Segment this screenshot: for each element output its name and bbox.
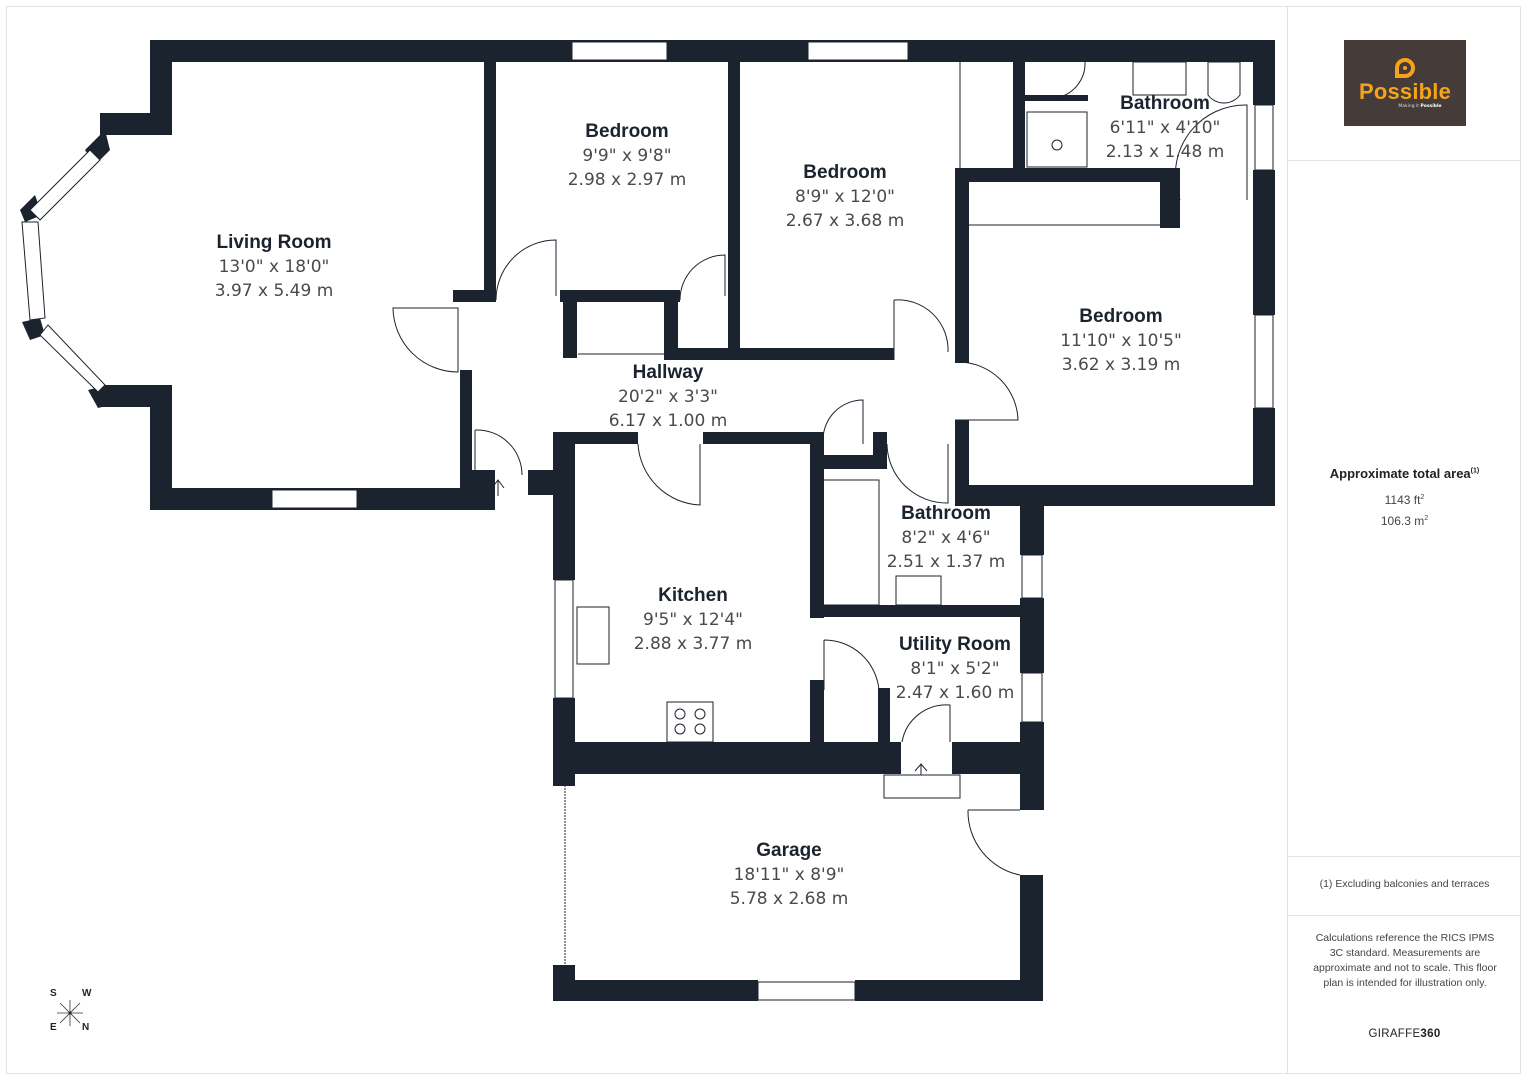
room-name: Hallway [632, 362, 704, 383]
room-name: Living Room [216, 232, 332, 253]
room-garage: Garage 18'11" x 8'9" 5.78 x 2.68 m [730, 839, 849, 911]
room-dim-imperial: 8'9" x 12'0" [795, 187, 895, 207]
room-dim-imperial: 8'2" x 4'6" [901, 528, 991, 548]
doors [392, 61, 1248, 965]
room-dim-metric: 2.47 x 1.60 m [895, 683, 1015, 703]
footnote: (1) Excluding balconies and terraces [1319, 878, 1490, 890]
area-title: Approximate total area(1) [1329, 466, 1480, 481]
room-bathroom-1: Bathroom 6'11" x 4'10" 2.13 x 1.48 m [1106, 92, 1225, 164]
room-hallway: Hallway 20'2" x 3'3" 6.17 x 1.00 m [609, 361, 728, 433]
room-dim-imperial: 18'11" x 8'9" [733, 865, 845, 885]
logo-tagline: Making it Possible [1398, 103, 1442, 109]
room-name: Utility Room [899, 634, 1011, 655]
compass: S W E N [48, 986, 94, 1036]
room-name: Bathroom [901, 503, 991, 524]
area-m: 106.3 m2 [1380, 514, 1429, 528]
room-dim-imperial: 13'0" x 18'0" [218, 257, 330, 277]
room-dim-metric: 2.88 x 3.77 m [633, 634, 753, 654]
room-dim-metric: 3.62 x 3.19 m [1061, 355, 1181, 375]
room-dim-metric: 2.51 x 1.37 m [886, 552, 1006, 572]
room-name: Bathroom [1120, 93, 1210, 114]
walls [20, 40, 1275, 1001]
room-name: Bedroom [585, 121, 669, 142]
room-dim-imperial: 9'9" x 9'8" [582, 146, 672, 166]
room-bedroom-2: Bedroom 8'9" x 12'0" 2.67 x 3.68 m [786, 161, 905, 233]
room-dim-metric: 5.78 x 2.68 m [729, 889, 849, 909]
room-name: Kitchen [658, 585, 728, 606]
compass-e: E [50, 1022, 57, 1033]
room-dim-imperial: 6'11" x 4'10" [1109, 118, 1221, 138]
windows [21, 41, 1274, 1001]
divider [1288, 160, 1521, 161]
disclaimer: Calculations reference the RICS IPMS 3C … [1313, 932, 1497, 989]
room-dim-imperial: 20'2" x 3'3" [618, 387, 718, 407]
room-bedroom-1: Bedroom 9'9" x 9'8" 2.98 x 2.97 m [568, 120, 687, 192]
room-name: Garage [756, 840, 822, 861]
room-bathroom-2: Bathroom 8'2" x 4'6" 2.51 x 1.37 m [887, 502, 1006, 574]
room-dim-metric: 2.13 x 1.48 m [1105, 142, 1225, 162]
compass-w: W [82, 988, 92, 999]
room-dim-imperial: 11'10" x 10'5" [1060, 331, 1182, 351]
area-ft: 1143 ft2 [1384, 493, 1425, 507]
compass-n: N [82, 1022, 90, 1033]
info-sidebar: Possible Making it Possible Approximate … [1287, 6, 1521, 1074]
room-living-room: Living Room 13'0" x 18'0" 3.97 x 5.49 m [215, 231, 334, 303]
room-dim-metric: 2.98 x 2.97 m [567, 170, 687, 190]
room-utility: Utility Room 8'1" x 5'2" 2.47 x 1.60 m [896, 633, 1015, 705]
room-name: Bedroom [803, 162, 887, 183]
room-dim-metric: 6.17 x 1.00 m [608, 411, 728, 431]
compass-rose-icon [57, 1000, 83, 1026]
divider [1288, 915, 1521, 916]
divider [1288, 856, 1521, 857]
logo-name: Possible [1358, 78, 1452, 104]
room-name: Bedroom [1079, 306, 1163, 327]
fixtures [491, 61, 1241, 799]
page-frame [6, 6, 1521, 1074]
logo-pin-icon [1395, 57, 1415, 78]
room-dim-imperial: 8'1" x 5'2" [910, 659, 1000, 679]
room-kitchen: Kitchen 9'5" x 12'4" 2.88 x 3.77 m [634, 584, 753, 656]
brand-logo: Possible Making it Possible [1344, 40, 1466, 126]
room-dim-metric: 3.97 x 5.49 m [214, 281, 334, 301]
room-dim-metric: 2.67 x 3.68 m [785, 211, 905, 231]
room-dim-imperial: 9'5" x 12'4" [643, 610, 743, 630]
room-bedroom-3: Bedroom 11'10" x 10'5" 3.62 x 3.19 m [1060, 305, 1182, 377]
brand-credit: GIRAFFE360 [1368, 1028, 1441, 1040]
compass-s: S [50, 988, 57, 999]
